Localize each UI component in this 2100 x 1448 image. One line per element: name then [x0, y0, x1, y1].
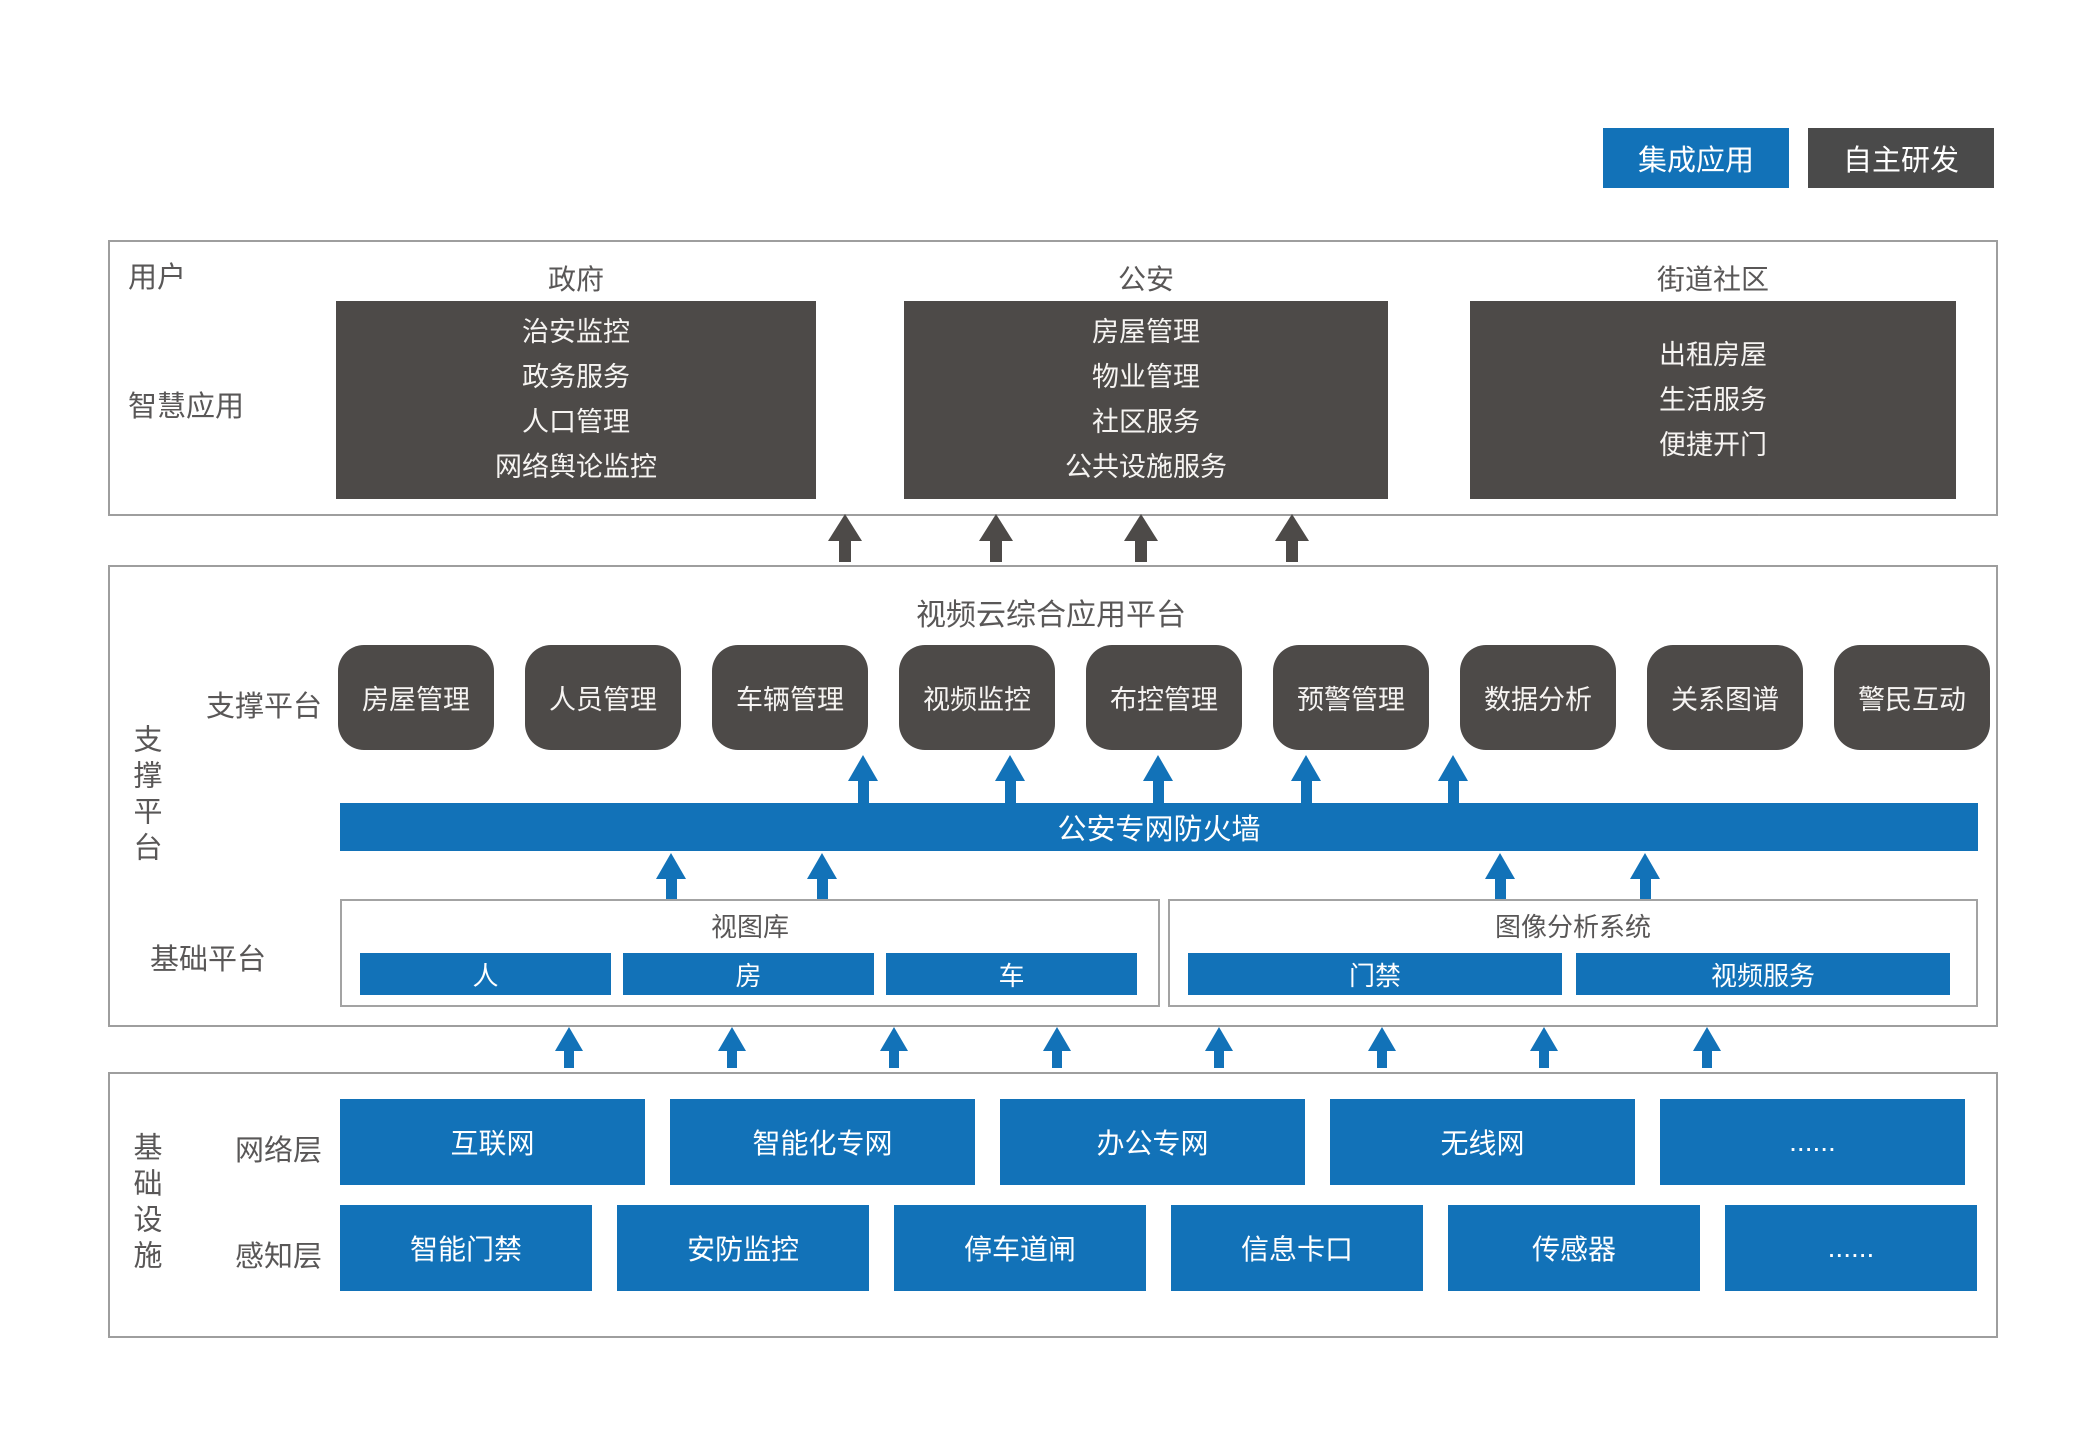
app-item: 物业管理 [1092, 362, 1200, 392]
support-module-box: 车辆管理 [712, 645, 868, 750]
network-item-box: 互联网 [340, 1099, 645, 1185]
up-arrow-icon [718, 1027, 746, 1068]
app-item: 出租房屋 [1659, 339, 1767, 370]
view-library-item: 房 [623, 953, 874, 995]
platform-side-label: 支撑平台 [129, 724, 161, 868]
support-row-label: 支撑平台 [205, 691, 322, 723]
support-module-box: 关系图谱 [1647, 645, 1803, 750]
support-module-label: 预警管理 [1297, 685, 1405, 715]
support-module-box: 警民互动 [1834, 645, 1990, 750]
app-item: 公共设施服务 [1065, 452, 1227, 482]
support-module-box: 视频监控 [899, 645, 1055, 750]
up-arrow-icon [1291, 755, 1321, 803]
image-analysis-item: 门禁 [1188, 953, 1562, 995]
image-analysis-item: 视频服务 [1576, 953, 1950, 995]
view-library-item: 车 [886, 953, 1137, 995]
app-item: 治安监控 [522, 317, 630, 347]
support-module-box: 预警管理 [1273, 645, 1429, 750]
column-title-police: 公安 [1117, 264, 1174, 295]
network-item-box: 办公专网 [1000, 1099, 1305, 1185]
up-arrow-icon [1368, 1027, 1396, 1068]
platform-title: 视频云综合应用平台 [916, 599, 1186, 632]
network-item-box: ...... [1660, 1099, 1965, 1185]
app-item: 政务服务 [522, 362, 630, 392]
view-library-title: 视图库 [710, 912, 789, 942]
up-arrow-icon [555, 1027, 583, 1068]
up-arrow-icon [1485, 853, 1515, 899]
sensing-item-box: 传感器 [1448, 1205, 1700, 1291]
legend-integrated-label: 集成应用 [1637, 145, 1754, 177]
up-arrow-icon [1693, 1027, 1721, 1068]
column-title-community: 街道社区 [1656, 264, 1769, 295]
image-analysis-group: 图像分析系统 门禁 视频服务 [1168, 899, 1978, 1007]
up-arrow-icon [979, 514, 1013, 562]
base-row-label: 基础平台 [150, 944, 267, 976]
support-module-box: 房屋管理 [338, 645, 494, 750]
app-item: 房屋管理 [1092, 317, 1200, 347]
up-arrow-icon [828, 514, 862, 562]
app-item: 网络舆论监控 [495, 452, 657, 482]
smart-app-row-label: 智慧应用 [128, 391, 245, 423]
community-apps-box: 出租房屋 生活服务 便捷开门 [1470, 301, 1956, 499]
support-module-label: 视频监控 [923, 685, 1031, 715]
support-module-box: 布控管理 [1086, 645, 1242, 750]
sensing-item-box: 停车道闸 [894, 1205, 1146, 1291]
up-arrow-icon [1630, 853, 1660, 899]
up-arrow-icon [1530, 1027, 1558, 1068]
government-apps-box: 治安监控 政务服务 人口管理 网络舆论监控 [336, 301, 816, 499]
support-module-label: 人员管理 [549, 685, 657, 715]
app-item: 便捷开门 [1659, 429, 1767, 460]
support-module-label: 关系图谱 [1671, 685, 1779, 715]
support-module-label: 车辆管理 [736, 685, 844, 715]
support-module-label: 警民互动 [1858, 685, 1966, 715]
app-item: 生活服务 [1659, 384, 1767, 415]
legend-self-developed: 自主研发 [1808, 128, 1994, 188]
image-analysis-title: 图像分析系统 [1494, 912, 1651, 942]
sensing-item-box: 智能门禁 [340, 1205, 592, 1291]
app-item: 社区服务 [1092, 407, 1200, 437]
up-arrow-icon [880, 1027, 908, 1068]
up-arrow-icon [848, 755, 878, 803]
firewall-bar: 公安专网防火墙 [340, 803, 1978, 851]
support-module-box: 数据分析 [1460, 645, 1616, 750]
support-module-label: 房屋管理 [362, 685, 470, 715]
up-arrow-icon [1205, 1027, 1233, 1068]
sensing-item-box: 信息卡口 [1171, 1205, 1423, 1291]
support-module-label: 数据分析 [1484, 685, 1592, 715]
legend-integrated-app: 集成应用 [1603, 128, 1789, 188]
network-row-label: 网络层 [234, 1135, 322, 1167]
up-arrow-icon [1143, 755, 1173, 803]
legend-self-developed-label: 自主研发 [1842, 145, 1959, 177]
up-arrow-icon [995, 755, 1025, 803]
support-module-box: 人员管理 [525, 645, 681, 750]
police-apps-box: 房屋管理 物业管理 社区服务 公共设施服务 [904, 301, 1388, 499]
infra-side-label: 基础设施 [129, 1132, 161, 1276]
view-library-item: 人 [360, 953, 611, 995]
up-arrow-icon [1043, 1027, 1071, 1068]
up-arrow-icon [807, 853, 837, 899]
up-arrow-icon [1275, 514, 1309, 562]
app-item: 人口管理 [522, 407, 630, 437]
network-item-box: 智能化专网 [670, 1099, 975, 1185]
sensing-item-box: ...... [1725, 1205, 1977, 1291]
up-arrow-icon [1124, 514, 1158, 562]
user-row-label: 用户 [128, 262, 187, 294]
view-library-group: 视图库 人 房 车 [340, 899, 1160, 1007]
support-module-label: 布控管理 [1110, 685, 1218, 715]
column-title-government: 政府 [547, 264, 604, 295]
firewall-label: 公安专网防火墙 [1057, 814, 1261, 846]
sensing-item-box: 安防监控 [617, 1205, 869, 1291]
sensing-row-label: 感知层 [234, 1241, 322, 1273]
network-item-box: 无线网 [1330, 1099, 1635, 1185]
up-arrow-icon [656, 853, 686, 899]
up-arrow-icon [1438, 755, 1468, 803]
